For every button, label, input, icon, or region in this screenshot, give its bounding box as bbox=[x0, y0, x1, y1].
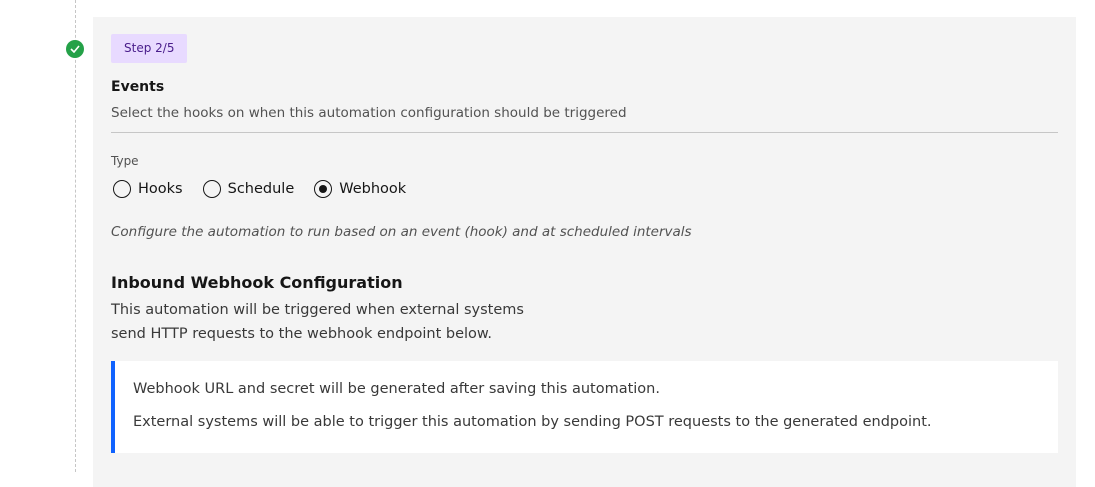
type-radio-group: Hooks Schedule Webhook bbox=[113, 180, 426, 198]
divider bbox=[111, 132, 1058, 133]
type-helper-text: Configure the automation to run based on… bbox=[111, 224, 692, 240]
timeline-connector bbox=[75, 0, 76, 472]
info-line-2: External systems will be able to trigger… bbox=[133, 414, 932, 430]
radio-webhook-label[interactable]: Webhook bbox=[339, 181, 407, 197]
radio-webhook-circle[interactable] bbox=[314, 180, 333, 198]
radio-hooks[interactable]: Hooks bbox=[113, 180, 183, 198]
step-card: Step 2/5 Events Select the hooks on when… bbox=[93, 17, 1076, 487]
events-title: Events bbox=[111, 79, 165, 95]
webhook-info-notification: Webhook URL and secret will be generated… bbox=[111, 361, 1058, 453]
radio-schedule[interactable]: Schedule bbox=[202, 180, 295, 198]
radio-schedule-label[interactable]: Schedule bbox=[227, 181, 295, 197]
webhook-description-line2: send HTTP requests to the webhook endpoi… bbox=[111, 326, 493, 342]
radio-hooks-label[interactable]: Hooks bbox=[138, 181, 183, 197]
info-line-1: Webhook URL and secret will be generated… bbox=[133, 381, 660, 397]
step-tag: Step 2/5 bbox=[111, 34, 188, 63]
radio-webhook[interactable]: Webhook bbox=[314, 180, 406, 198]
step-complete-checkmark-icon bbox=[66, 40, 84, 58]
webhook-section-description: This automation will be triggered when e… bbox=[111, 298, 541, 346]
type-label: Type bbox=[111, 154, 139, 168]
webhook-description-line1: This automation will be triggered when e… bbox=[111, 302, 524, 318]
events-description: Select the hooks on when this automation… bbox=[111, 105, 627, 121]
webhook-section-title: Inbound Webhook Configuration bbox=[111, 273, 403, 292]
radio-schedule-circle[interactable] bbox=[202, 180, 221, 198]
radio-hooks-circle[interactable] bbox=[113, 180, 131, 198]
